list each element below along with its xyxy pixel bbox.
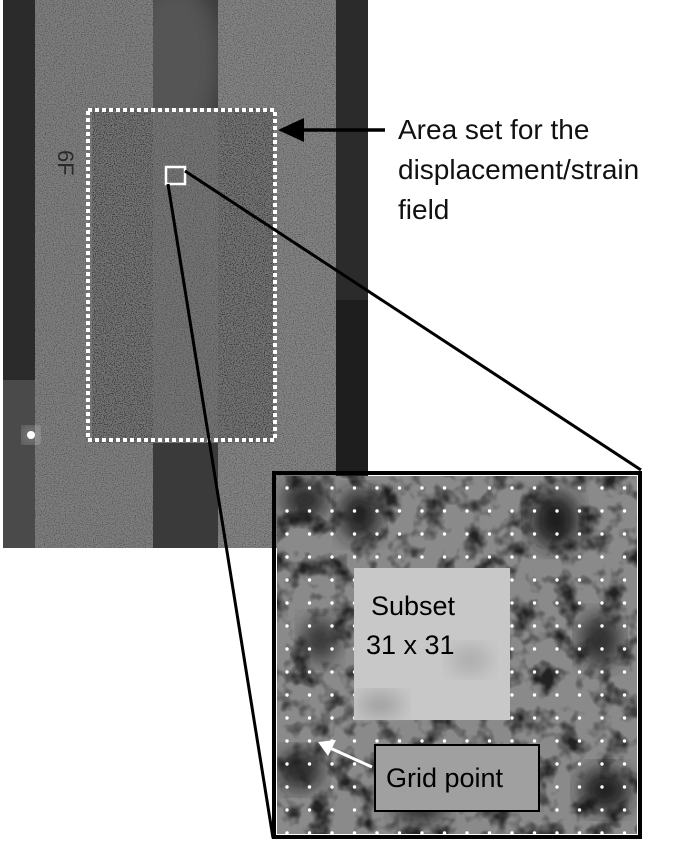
grid-point-arrow-shaft — [329, 746, 373, 769]
specimen-marking: 6F — [53, 150, 78, 176]
zoom-connector-bottom — [166, 183, 275, 839]
subset-label-line-2: 31 x 31 — [366, 630, 455, 660]
grid-point-label: Grid point — [386, 763, 504, 793]
zoom-inset — [272, 471, 642, 839]
zoom-connector-top — [184, 169, 642, 472]
annotation-line-3: field — [398, 194, 450, 225]
specimen-photo — [3, 0, 368, 548]
subset-box-small — [164, 165, 187, 186]
annotation-line-1: Area set for the — [398, 114, 590, 145]
grid-point-arrow-head — [318, 740, 336, 756]
subset-label-line-1: Subset — [371, 591, 456, 621]
grid-point-label-box — [374, 744, 540, 812]
annotation-arrow-head — [278, 118, 304, 142]
area-of-interest-frame — [86, 108, 277, 442]
annotation-line-2: displacement/strain — [398, 154, 640, 185]
zoom-inset-border — [272, 471, 642, 839]
